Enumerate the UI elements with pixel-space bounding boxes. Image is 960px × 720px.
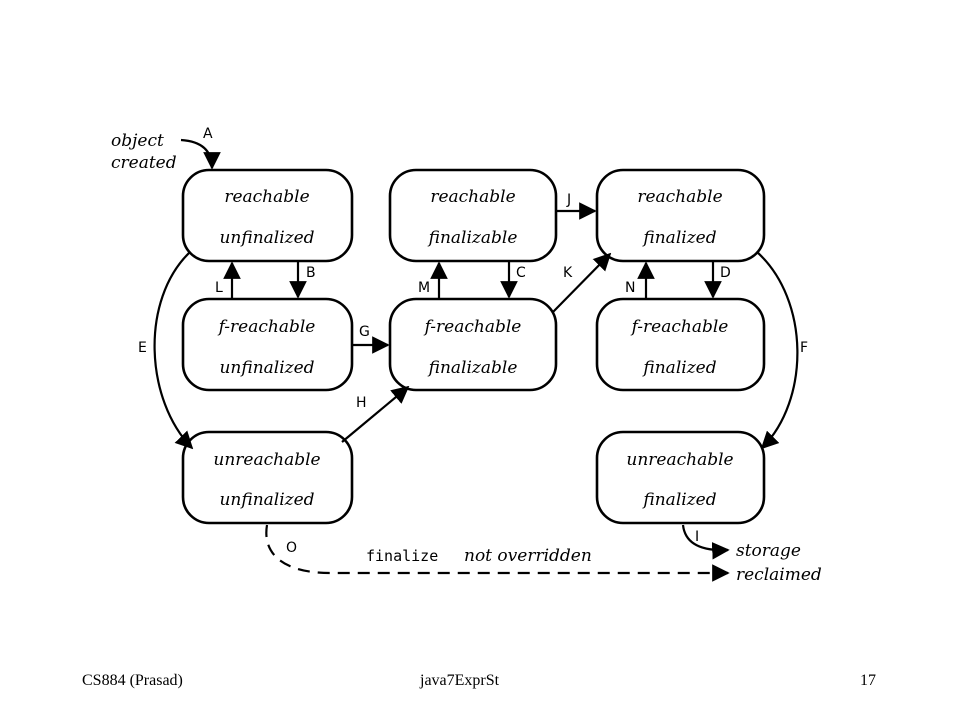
label-n: N (625, 280, 635, 296)
state-line: unreachable (626, 450, 733, 470)
state-line: unfinalized (219, 490, 314, 510)
state-line: finalized (641, 490, 716, 510)
state-reachable-finalizable: reachable finalizable (388, 168, 558, 263)
edge-f (756, 251, 799, 450)
label-e: E (138, 340, 147, 356)
label-a: A (203, 126, 213, 142)
state-line: finalizable (427, 358, 518, 378)
label-g: G (359, 324, 370, 340)
label-j: J (566, 192, 571, 208)
label-m: M (418, 280, 430, 296)
label-b: B (306, 265, 316, 281)
footer-page-number: 17 (860, 672, 876, 689)
state-line: unfinalized (219, 358, 314, 378)
edge-h (341, 385, 410, 443)
state-line: f-reachable (217, 317, 316, 337)
label-f: F (800, 340, 808, 356)
finalize-code: finalize (366, 547, 438, 565)
label-o: O (286, 540, 297, 556)
edge-i (681, 524, 730, 560)
state-line: reachable (430, 187, 515, 207)
footer-title: java7ExprSt (420, 672, 500, 689)
not-overridden-text: not overridden (464, 546, 592, 566)
label-k: K (563, 265, 573, 281)
edge-e (153, 251, 194, 450)
label-h: H (356, 395, 367, 411)
footer-course: CS884 (Prasad) (82, 672, 183, 689)
label-i: I (695, 529, 699, 545)
state-unreachable-finalized: unreachable finalized (595, 430, 766, 525)
object-created-line1: object (111, 131, 164, 151)
state-reachable-unfinalized: reachable unfinalized (181, 168, 354, 263)
state-freachable-finalized: f-reachable finalized (595, 297, 766, 392)
state-line: f-reachable (630, 317, 729, 337)
state-unreachable-unfinalized: unreachable unfinalized (181, 430, 354, 525)
edge-k (552, 252, 612, 313)
state-line: reachable (637, 187, 722, 207)
label-c: C (516, 265, 526, 281)
state-line: unfinalized (219, 228, 314, 248)
state-line: reachable (224, 187, 309, 207)
state-reachable-finalized: reachable finalized (595, 168, 766, 263)
label-l: L (215, 280, 223, 296)
storage-reclaimed-line1: storage (736, 541, 801, 561)
state-freachable-unfinalized: f-reachable unfinalized (181, 297, 354, 392)
label-d: D (720, 265, 731, 281)
state-line: unreachable (213, 450, 320, 470)
state-line: finalized (641, 228, 716, 248)
edge-a (180, 138, 221, 170)
state-freachable-finalizable: f-reachable finalizable (388, 297, 558, 392)
state-line: finalized (641, 358, 716, 378)
object-created-line2: created (111, 153, 177, 173)
state-line: finalizable (427, 228, 518, 248)
storage-reclaimed-line2: reclaimed (736, 565, 822, 585)
state-line: f-reachable (423, 317, 522, 337)
edge-o (265, 524, 730, 582)
